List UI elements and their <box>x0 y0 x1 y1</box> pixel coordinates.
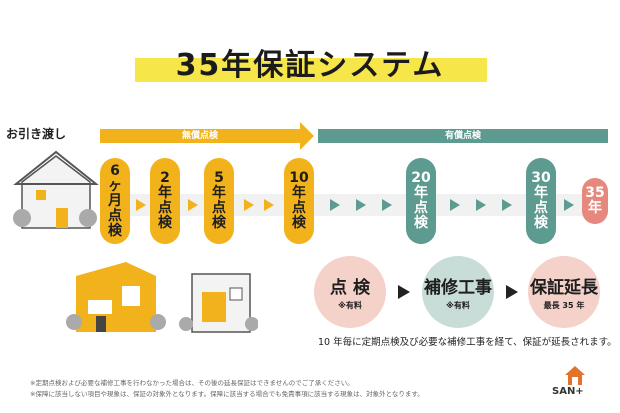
handover-label: お引き渡し <box>6 127 67 141</box>
yellow-house-illustration <box>66 262 166 332</box>
timeline-arrow <box>356 199 366 211</box>
flow-arrow <box>398 285 410 299</box>
footnote: ※保障に該当しない項目や現象は、保証の対象外となります。保障に該当する場合でも免… <box>30 390 424 398</box>
footnote: ※定期点検および必要な補修工事を行わなかった場合は、その後の延長保証はできません… <box>30 379 354 387</box>
free-band-arrow-tip <box>300 122 314 150</box>
repair-circle: 補修工事 ※有料 <box>422 256 494 328</box>
page-title: 35年保証システム <box>175 48 445 83</box>
paid-inspection-band: 有償点検 <box>318 129 608 143</box>
flow-arrow <box>506 285 518 299</box>
free-inspection-band: 無償点検 <box>100 129 300 143</box>
cycle-note: 10 年毎に定期点検及び必要な補修工事を経て、保証が延長されます。 <box>318 337 617 348</box>
inspection-circle: 点 検 ※有料 <box>314 256 386 328</box>
timeline-arrow <box>136 199 146 211</box>
timeline-arrow <box>476 199 486 211</box>
title-highlight <box>135 58 487 82</box>
timeline-arrow <box>382 199 392 211</box>
timeline-arrow <box>188 199 198 211</box>
warranty-extension-circle: 保証延長 最長 35 年 <box>528 256 600 328</box>
logo-house-icon <box>565 366 585 385</box>
timeline-arrow <box>502 199 512 211</box>
timeline-arrow <box>330 199 340 211</box>
timeline-arrow <box>450 199 460 211</box>
timeline-arrow <box>264 199 274 211</box>
timeline-arrow <box>564 199 574 211</box>
brand-logo: SAN+ <box>552 386 584 397</box>
timeline-arrow <box>244 199 254 211</box>
white-house-illustration <box>179 273 258 333</box>
house-icon <box>13 150 99 229</box>
